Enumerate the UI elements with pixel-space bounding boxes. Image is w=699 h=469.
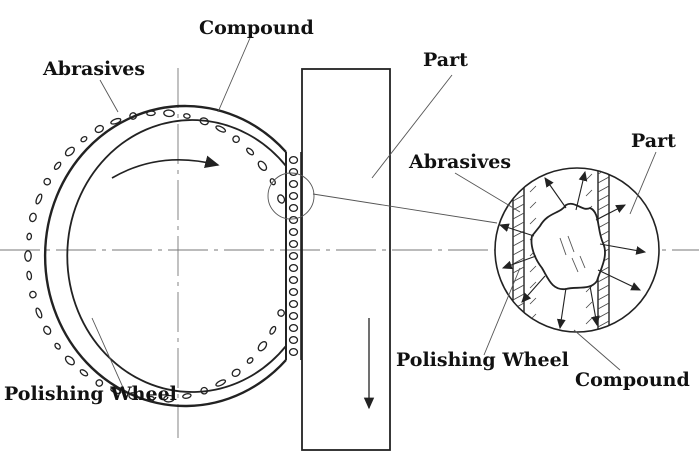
abrasive-grain [80, 135, 88, 143]
force-arrow [599, 243, 647, 255]
abrasive-grain [269, 178, 276, 186]
abrasive-grain [200, 386, 209, 395]
abrasive-grain [288, 311, 299, 321]
abrasive-grain [269, 325, 277, 335]
force-arrow [544, 177, 567, 209]
abrasive-grain [183, 113, 191, 119]
abrasive-grain [288, 251, 299, 261]
abrasive-grain [288, 263, 299, 273]
detail-view [494, 167, 660, 333]
label-compound-detail: Compound [575, 369, 690, 391]
abrasive-grain [163, 109, 175, 118]
abrasive-grain [182, 393, 192, 399]
part-workpiece [301, 68, 391, 451]
abrasive-grain [163, 394, 175, 403]
abrasive-grain [79, 369, 89, 377]
force-arrow [556, 287, 567, 330]
abrasive-grain [277, 309, 285, 317]
abrasive-grain [288, 287, 299, 297]
abrasive-grain [147, 395, 155, 402]
abrasive-grain [231, 368, 241, 378]
label-abrasives-detail: Abrasives [408, 151, 511, 173]
abrasive-particle [530, 202, 606, 290]
abrasive-grain [146, 110, 156, 117]
leader-lines [91, 37, 657, 393]
abrasive-grain [288, 167, 299, 177]
abrasive-grain [288, 239, 299, 249]
abrasive-grain [288, 335, 299, 345]
abrasive-grain [288, 299, 299, 309]
abrasive-grain [94, 124, 104, 134]
polishing-wheel [24, 104, 302, 408]
abrasive-grain [110, 117, 122, 125]
abrasive-grain [288, 347, 299, 357]
force-arrow [595, 204, 626, 221]
force-arrow [589, 285, 600, 327]
label-part-top: Part [423, 49, 468, 71]
abrasive-grain [28, 212, 37, 223]
abrasive-grain [110, 387, 122, 395]
abrasive-grain [257, 341, 268, 352]
abrasive-grain [43, 325, 52, 335]
abrasive-grain [288, 155, 299, 165]
force-arrow [597, 269, 641, 291]
label-polishing-wheel-detail: Polishing Wheel [396, 349, 569, 371]
force-arrow [501, 255, 537, 270]
abrasive-grain [288, 323, 299, 333]
abrasive-grain [288, 227, 299, 237]
wheel-abrasive-grains [24, 109, 286, 403]
abrasive-grain [53, 161, 62, 170]
abrasive-grain [128, 392, 138, 400]
force-arrow [521, 275, 546, 303]
abrasive-grain [288, 275, 299, 285]
label-compound-top: Compound [199, 17, 314, 39]
abrasive-grain [257, 160, 268, 171]
magnifier-circle [267, 172, 315, 220]
abrasive-grain [129, 112, 137, 120]
abrasive-grain [215, 125, 227, 133]
abrasive-grain [26, 270, 33, 281]
abrasive-grain [288, 191, 299, 201]
abrasive-grain [215, 379, 227, 387]
abrasive-grain [288, 203, 299, 213]
abrasive-grain [246, 147, 255, 156]
abrasive-grain [35, 307, 43, 319]
abrasive-grain [199, 117, 209, 126]
abrasive-grain [26, 232, 33, 241]
abrasive-grain [232, 135, 240, 144]
label-part-detail: Part [631, 130, 676, 152]
abrasive-grain [277, 194, 286, 204]
abrasive-grain [54, 342, 61, 350]
magnifier-connector [312, 193, 498, 224]
abrasive-grain [35, 193, 43, 205]
abrasive-grain [95, 379, 104, 387]
abrasive-grain [64, 355, 75, 366]
abrasive-grain [24, 250, 32, 262]
abrasive-grain [43, 177, 52, 186]
abrasive-grain [288, 179, 299, 189]
contact-face-grains [288, 155, 299, 357]
abrasive-grain [64, 146, 75, 157]
label-abrasives-left: Abrasives [42, 58, 145, 80]
abrasive-grain [29, 290, 37, 299]
abrasive-grain [246, 357, 254, 364]
rotation-arrow-icon [111, 155, 220, 179]
abrasive-grain [288, 215, 299, 225]
force-arrow [575, 170, 588, 211]
force-arrow [498, 223, 535, 237]
label-polishing-wheel-left: Polishing Wheel [4, 383, 177, 405]
